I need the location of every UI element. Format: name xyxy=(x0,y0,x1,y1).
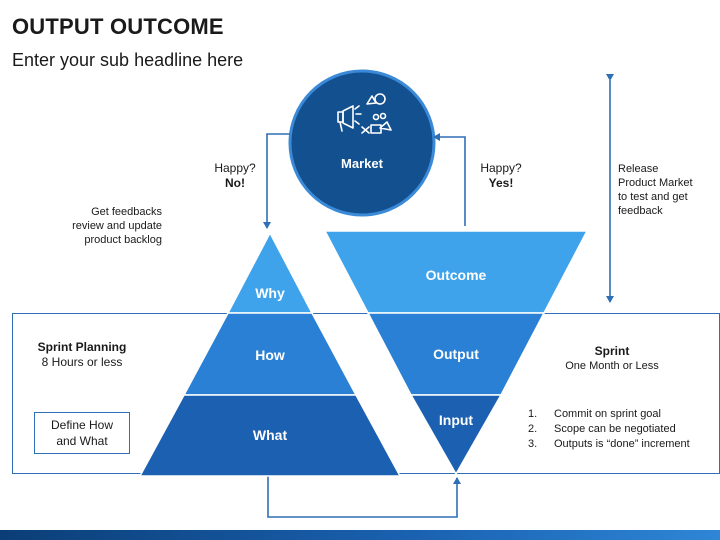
pyramid-label-what: What xyxy=(253,427,288,443)
feedback-note-line: Get feedbacks xyxy=(91,206,162,218)
sprint-title: Sprint xyxy=(594,344,630,358)
left-feedback: Happy? No! xyxy=(200,161,270,191)
arrow-no-path xyxy=(263,133,290,229)
sprint-planning-subtitle: 8 Hours or less xyxy=(41,355,123,369)
release-note-line: to test and get xyxy=(618,191,688,203)
define-box-line: Define How xyxy=(50,418,114,432)
release-note-line: Product Market xyxy=(618,177,693,189)
page-subtitle: Enter your sub headline here xyxy=(12,50,244,70)
feedback-note: Get feedbacks review and update product … xyxy=(40,205,162,247)
list-item-text: Scope can be negotiated xyxy=(554,423,676,435)
release-note-line: feedback xyxy=(618,205,663,217)
right-answer: Yes! xyxy=(488,176,514,190)
sprint-list: 1. Commit on sprint goal 2. Scope can be… xyxy=(528,407,690,452)
arrow-yes-path xyxy=(433,133,466,226)
release-note-line: Release xyxy=(618,163,659,175)
feedback-note-line: product backlog xyxy=(84,234,162,246)
market-label: Market xyxy=(341,156,384,171)
bottom-accent-bar xyxy=(0,530,720,540)
sprint-planning-title: Sprint Planning xyxy=(37,340,127,354)
list-item-number: 2. xyxy=(528,423,538,435)
left-answer: No! xyxy=(225,176,245,190)
list-item: 1. Commit on sprint goal xyxy=(528,407,690,422)
funnel-label-output: Output xyxy=(433,346,479,362)
left-question: Happy? xyxy=(214,161,256,175)
funnel-label-input: Input xyxy=(439,412,474,428)
pyramid-level-why xyxy=(226,231,314,314)
pyramid-label-how: How xyxy=(255,347,285,363)
right-question: Happy? xyxy=(480,161,522,175)
define-box-line: and What xyxy=(56,434,108,448)
list-item: 2. Scope can be negotiated xyxy=(528,422,690,437)
page-title: OUTPUT OUTCOME xyxy=(12,14,224,39)
list-item-number: 3. xyxy=(528,438,538,450)
pyramid-level-what xyxy=(138,394,402,477)
feedback-note-line: review and update xyxy=(72,220,162,232)
list-item: 3. Outputs is “done” increment xyxy=(528,437,690,452)
right-feedback: Happy? Yes! xyxy=(466,161,536,191)
funnel-label-outcome: Outcome xyxy=(426,267,487,283)
funnel-level-input xyxy=(409,394,503,476)
sprint-subtitle: One Month or Less xyxy=(565,360,659,372)
sprint: Sprint One Month or Less xyxy=(552,344,672,374)
release-note: Release Product Market to test and get f… xyxy=(618,162,718,218)
marketing-icon xyxy=(337,93,392,134)
pyramid: Why How What xyxy=(138,231,402,477)
list-item-text: Outputs is “done” increment xyxy=(554,438,690,450)
sprint-planning: Sprint Planning 8 Hours or less xyxy=(22,340,142,370)
funnel: Outcome Output Input xyxy=(323,230,589,476)
arrow-bottom-path xyxy=(267,476,461,518)
list-item-number: 1. xyxy=(528,408,538,420)
list-item-text: Commit on sprint goal xyxy=(554,408,661,420)
define-how-what-box: Define How and What xyxy=(34,412,130,454)
pyramid-label-why: Why xyxy=(255,285,285,301)
market-circle xyxy=(288,69,436,217)
